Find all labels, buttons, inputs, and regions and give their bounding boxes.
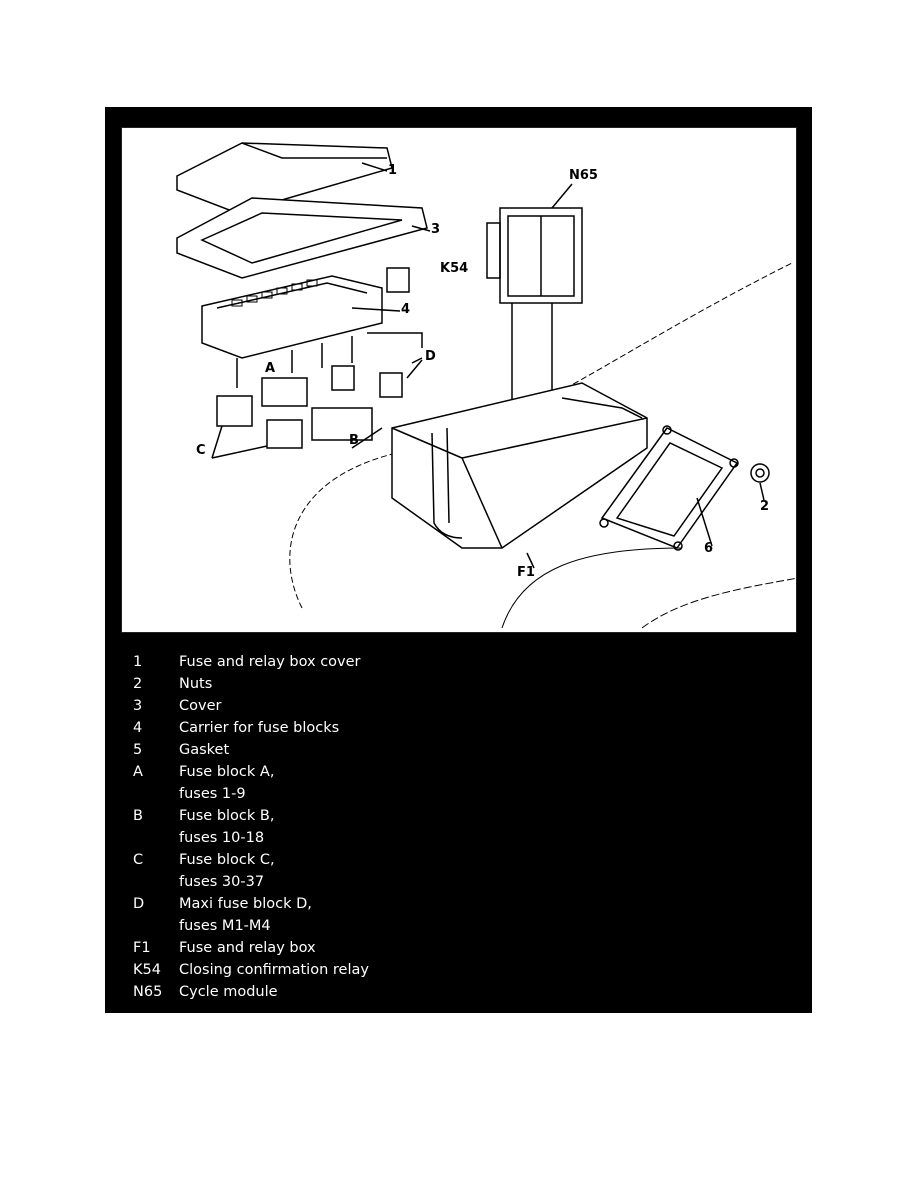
label-2: 2 (760, 499, 770, 514)
legend-text: Fuse and relay box (179, 940, 316, 956)
legend-key: 2 (133, 676, 143, 692)
label-d: D (425, 349, 436, 364)
legend-row: C Fuse block C, (133, 849, 369, 871)
exploded-view-drawing (176, 142, 798, 629)
legend-text: Carrier for fuse blocks (179, 720, 340, 736)
legend-key: K54 (133, 962, 161, 978)
legend-text: fuses M1-M4 (179, 918, 271, 934)
label-b: B (349, 433, 359, 448)
label-6: 6 (704, 541, 714, 556)
legend-key: N65 (133, 984, 163, 1000)
label-a: A (265, 361, 276, 376)
legend-key (133, 783, 179, 805)
legend-row: fuses 30-37 (133, 871, 369, 893)
legend-row: 2 Nuts (133, 673, 369, 695)
legend-row: 4 Carrier for fuse blocks (133, 717, 369, 739)
label-c: C (196, 443, 206, 458)
legend-key (133, 871, 179, 893)
legend-key: D (133, 896, 145, 912)
legend-key: C (133, 852, 144, 868)
legend-key: 4 (133, 720, 143, 736)
legend-key: B (133, 808, 143, 824)
legend-text: Gasket (179, 742, 230, 758)
legend-text: Closing confirmation relay (179, 962, 369, 978)
legend-row: K54 Closing confirmation relay (133, 959, 369, 981)
legend-row: B Fuse block B, (133, 805, 369, 827)
legend-text: Fuse block C, (179, 852, 275, 868)
parts-legend: 1 Fuse and relay box cover 2 Nuts 3 Cover 4 Car… (133, 651, 369, 1003)
legend-text: Maxi fuse block D, (179, 896, 312, 912)
legend-row: A Fuse block A, (133, 761, 369, 783)
fuse-relay-box-diagram: 1 N65 3 K54 4 A D C B F1 6 2 (121, 127, 798, 633)
legend-row: 1 Fuse and relay box cover (133, 651, 369, 673)
label-k54: K54 (440, 261, 469, 276)
legend-text: fuses 30-37 (179, 874, 265, 890)
legend-row: N65 Cycle module (133, 981, 369, 1003)
legend-row: fuses 1-9 (133, 783, 369, 805)
legend-text: fuses 10-18 (179, 830, 265, 846)
legend-text: Cover (179, 698, 222, 714)
legend-text: Fuse block B, (179, 808, 275, 824)
legend-row: F1 Fuse and relay box (133, 937, 369, 959)
legend-key (133, 915, 179, 937)
legend-text: Nuts (179, 676, 213, 692)
legend-row: fuses M1-M4 (133, 915, 369, 937)
legend-row: 5 Gasket (133, 739, 369, 761)
legend-text: Cycle module (179, 984, 278, 1000)
legend-text: fuses 1-9 (179, 786, 246, 802)
legend-key: 3 (133, 698, 143, 714)
label-4: 4 (401, 302, 411, 317)
legend-text: Fuse and relay box cover (179, 654, 361, 670)
label-1: 1 (388, 163, 398, 178)
legend-row: D Maxi fuse block D, (133, 893, 369, 915)
legend-row: 3 Cover (133, 695, 369, 717)
legend-key: F1 (133, 940, 151, 956)
legend-key: A (133, 764, 143, 780)
legend-row: fuses 10-18 (133, 827, 369, 849)
label-n65: N65 (569, 168, 598, 183)
legend-key: 5 (133, 742, 143, 758)
legend-key: 1 (133, 654, 143, 670)
legend-text: Fuse block A, (179, 764, 275, 780)
label-f1: F1 (517, 565, 535, 580)
legend-key (133, 827, 179, 849)
label-3: 3 (431, 222, 441, 237)
